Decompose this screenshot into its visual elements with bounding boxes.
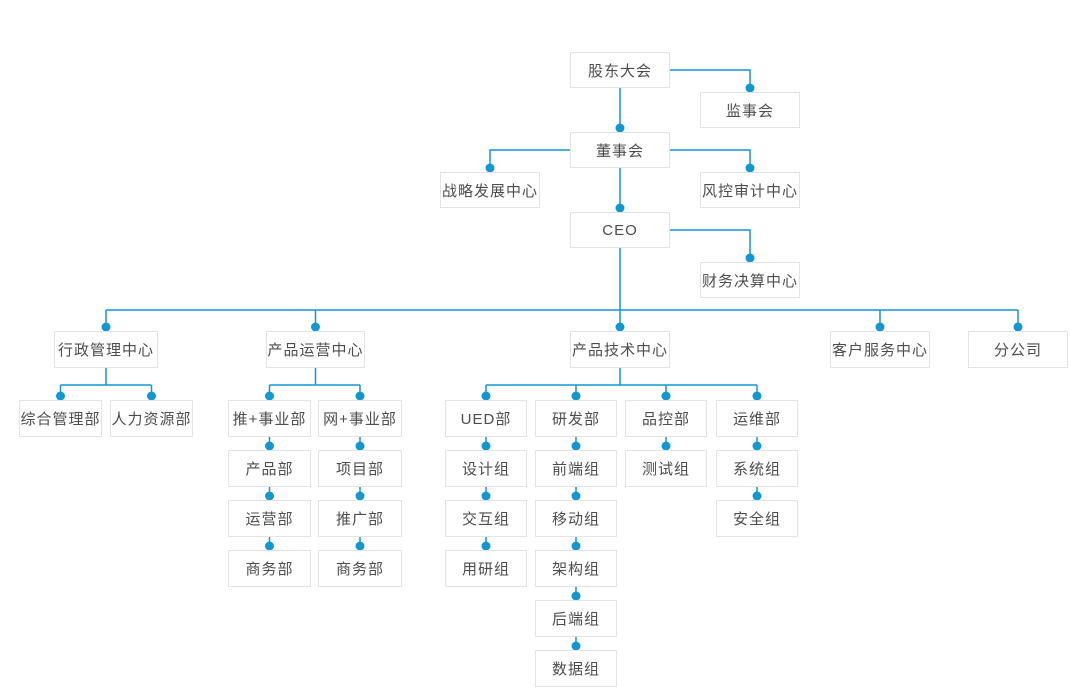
org-node-ceo: CEO (570, 212, 670, 248)
connector-dot (745, 253, 755, 263)
org-node-service_center: 客户服务中心 (830, 331, 930, 368)
connector-line (489, 149, 570, 172)
org-node-promotion_dept: 推广部 (318, 500, 402, 537)
org-node-wang_division: 网+事业部 (318, 400, 402, 437)
connector-dot (265, 541, 274, 551)
connector-dot (355, 491, 365, 501)
connector-dot (265, 441, 274, 451)
org-node-tui_division: 推+事业部 (228, 400, 311, 437)
connector-dot (661, 391, 671, 401)
connector-dot (355, 441, 365, 451)
org-node-arch_group: 架构组 (535, 550, 617, 587)
org-node-frontend_group: 前端组 (535, 450, 617, 487)
connector-dot (571, 491, 581, 501)
org-node-supervisory: 监事会 (700, 92, 800, 128)
org-node-project_dept: 项目部 (318, 450, 402, 487)
org-node-finance: 财务决算中心 (700, 262, 800, 298)
org-node-branch_company: 分公司 (968, 331, 1068, 368)
connector-dot (571, 541, 581, 551)
org-node-biz_dept_right: 商务部 (318, 550, 402, 587)
connector-dot (661, 441, 671, 451)
connector-dot (571, 441, 581, 451)
org-node-shareholders: 股东大会 (570, 52, 670, 88)
connector-dot (571, 391, 581, 401)
connector-dot (485, 163, 495, 173)
connector-dot (265, 391, 274, 401)
connector-dot (481, 391, 491, 401)
org-node-backend_group: 后端组 (535, 600, 617, 637)
org-node-qc_dept: 品控部 (625, 400, 707, 437)
org-node-strategy: 战略发展中心 (440, 172, 540, 208)
org-node-om_dept: 运维部 (716, 400, 798, 437)
connector-dot (147, 391, 156, 401)
connector-dot (355, 541, 365, 551)
org-node-operation_dept: 运营部 (228, 500, 311, 537)
connector-dot (571, 591, 581, 601)
org-node-mobile_group: 移动组 (535, 500, 617, 537)
connector-dot (745, 83, 755, 93)
connector-dot (615, 322, 625, 332)
org-node-data_group: 数据组 (535, 650, 617, 687)
connector-dot (1013, 322, 1023, 332)
org-node-general_mgmt: 综合管理部 (19, 400, 102, 437)
connector-dot (752, 441, 762, 451)
connector-dot (615, 203, 625, 213)
org-node-rd_dept: 研发部 (535, 400, 617, 437)
org-node-design_group: 设计组 (445, 450, 527, 487)
connector-dot (481, 491, 491, 501)
org-node-research_group: 用研组 (445, 550, 527, 587)
org-node-ued_dept: UED部 (445, 400, 527, 437)
connector-line (670, 149, 751, 172)
connector-dot (56, 391, 65, 401)
connector-dot (875, 322, 885, 332)
org-node-tech_center: 产品技术中心 (570, 331, 670, 368)
connector-dot (752, 391, 762, 401)
connector-dot (101, 322, 111, 332)
connector-line (670, 69, 751, 92)
connector-dot (752, 491, 762, 501)
org-node-admin_center: 行政管理中心 (54, 331, 158, 368)
connector-dot (311, 322, 320, 332)
connector-dot (355, 391, 365, 401)
org-node-system_group: 系统组 (716, 450, 798, 487)
org-node-board: 董事会 (570, 132, 670, 168)
org-node-ops_center: 产品运营中心 (266, 331, 365, 368)
connector-dot (745, 163, 755, 173)
connector-line (670, 229, 751, 262)
org-node-risk_audit: 风控审计中心 (700, 172, 800, 208)
connector-dot (481, 541, 491, 551)
org-node-product_dept: 产品部 (228, 450, 311, 487)
connector-dot (265, 491, 274, 501)
org-node-security_group: 安全组 (716, 500, 798, 537)
org-node-interaction_group: 交互组 (445, 500, 527, 537)
org-node-testing_group: 测试组 (625, 450, 707, 487)
connector-dot (615, 123, 625, 133)
org-node-hr: 人力资源部 (110, 400, 193, 437)
connector-dot (481, 441, 491, 451)
org-node-biz_dept_left: 商务部 (228, 550, 311, 587)
connector-dot (571, 641, 581, 651)
